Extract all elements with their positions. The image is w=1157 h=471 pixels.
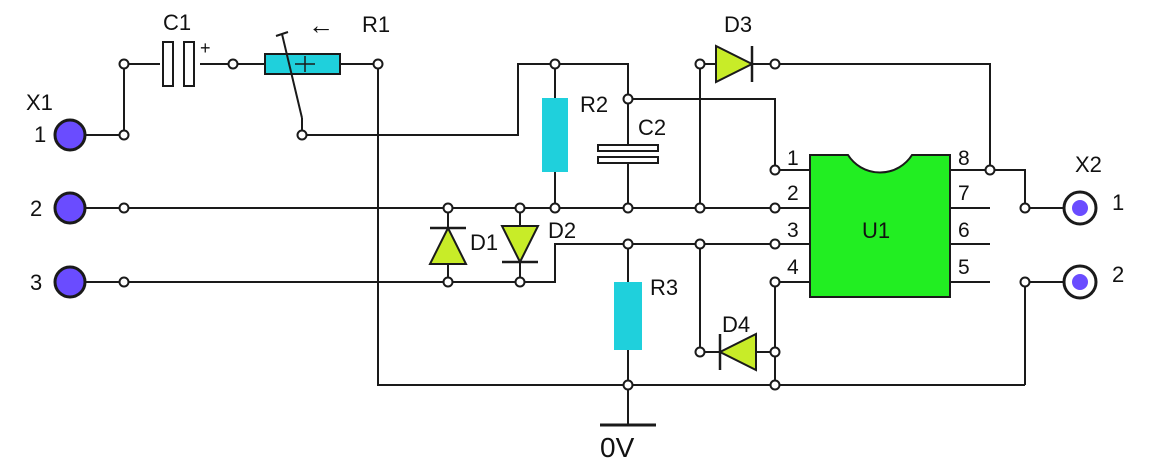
ground-label: 0V (600, 432, 635, 463)
connector-x2: X2 1 2 (1062, 152, 1124, 300)
c2-label: C2 (638, 115, 666, 140)
u1-pin7-label: 7 (958, 182, 970, 205)
u1-pin8-label: 8 (958, 147, 970, 170)
x1-pin1-terminal (53, 118, 87, 152)
r1-arrow: ← (308, 10, 334, 40)
d2-label: D2 (548, 218, 576, 243)
diode-d1: D1 (428, 225, 498, 265)
x1-pin2-label: 2 (30, 196, 42, 221)
connector-x1: X1 1 2 3 (26, 90, 87, 299)
u1-pin6-label: 6 (958, 219, 970, 242)
capacitor-c1: C1 + (162, 10, 211, 87)
u1-pin3-label: 3 (787, 219, 799, 242)
x2-label: X2 (1075, 152, 1102, 177)
r1-label: R1 (362, 12, 390, 37)
resistor-r2: R2 (542, 92, 608, 172)
diode-d3: D3 (715, 12, 755, 84)
c1-polarity: + (200, 38, 211, 58)
d4-label: D4 (722, 312, 750, 337)
capacitor-c2: C2 (597, 115, 666, 164)
resistor-r3: R3 (614, 275, 678, 350)
diode-d2: D2 (500, 218, 576, 265)
u1-label: U1 (862, 218, 890, 243)
potentiometer-r1: R1 ← (264, 10, 390, 119)
ic-u1: U1 1 2 3 4 5 6 7 8 (787, 147, 970, 298)
junction-nodes (118, 58, 1031, 391)
d3-label: D3 (724, 12, 752, 37)
d1-label: D1 (470, 230, 498, 255)
x2-pin2-label: 2 (1112, 262, 1124, 287)
r2-label: R2 (580, 92, 608, 117)
c1-label: C1 (163, 10, 191, 35)
u1-pin5-label: 5 (958, 256, 970, 279)
x1-pin3-terminal (53, 265, 87, 299)
u1-pin2-label: 2 (787, 182, 799, 205)
diode-d4: D4 (717, 312, 757, 372)
x1-pin2-terminal (53, 191, 87, 225)
x1-pin1-label: 1 (34, 122, 46, 147)
r3-label: R3 (650, 275, 678, 300)
x1-label: X1 (26, 90, 53, 115)
u1-pin4-label: 4 (787, 256, 799, 279)
u1-body (809, 154, 951, 298)
x2-pin1-label: 1 (1112, 190, 1124, 215)
x1-pin3-label: 3 (30, 270, 42, 295)
u1-pin1-label: 1 (787, 147, 799, 170)
